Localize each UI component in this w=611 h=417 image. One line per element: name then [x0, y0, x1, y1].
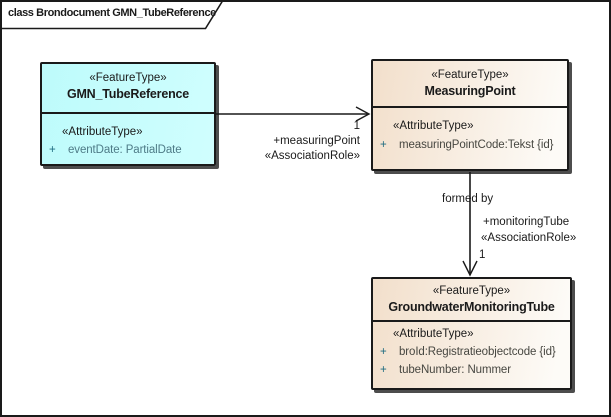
class-header: «FeatureType» GMN_TubeReference: [42, 64, 214, 112]
class-stereotype: «FeatureType»: [432, 285, 511, 297]
attribute-stereotype: «AttributeType»: [62, 126, 143, 138]
diagram-title: class Brondocument GMN_TubeReference: [8, 7, 216, 19]
attribute-stereotype: «AttributeType»: [393, 120, 474, 132]
visibility-marker: +: [380, 346, 387, 358]
attribute-row[interactable]: + measuringPointCode:Tekst {id}: [373, 137, 567, 153]
class-box-groundwatermonitoringtube[interactable]: «FeatureType» GroundwaterMonitoringTube …: [371, 277, 572, 390]
multiplicity-label: 1: [353, 120, 360, 132]
attribute-text: eventDate: PartialDate: [68, 144, 182, 156]
attribute-text: measuringPointCode:Tekst {id}: [399, 139, 554, 151]
attribute-row[interactable]: + eventDate: PartialDate: [42, 142, 214, 158]
attribute-stereotype: «AttributeType»: [393, 328, 474, 340]
class-name: GroundwaterMonitoringTube: [388, 300, 555, 314]
role-label: +measuringPoint: [273, 135, 360, 147]
class-box-measuringpoint[interactable]: «FeatureType» MeasuringPoint «AttributeT…: [371, 59, 569, 171]
visibility-marker: +: [49, 144, 56, 156]
class-name: MeasuringPoint: [424, 84, 516, 98]
association-name-label: formed by: [442, 193, 494, 205]
visibility-marker: +: [380, 364, 387, 376]
association-gmn-to-measuringpoint[interactable]: [216, 106, 371, 122]
association-measuringpoint-to-tube[interactable]: [462, 172, 478, 277]
role-label: +monitoringTube: [483, 216, 570, 228]
association-stereotype-label: «AssociationRole»: [264, 150, 360, 162]
attributes-compartment: «AttributeType» + measuringPointCode:Tek…: [373, 106, 567, 167]
class-header: «FeatureType» GroundwaterMonitoringTube: [373, 279, 570, 320]
attribute-row[interactable]: + broId:Registratieobjectcode {id}: [373, 344, 570, 360]
attributes-compartment: «AttributeType» + eventDate: PartialDate: [42, 112, 214, 162]
class-stereotype: «FeatureType»: [431, 69, 509, 81]
class-header: «FeatureType» MeasuringPoint: [373, 61, 567, 106]
association-stereotype-label: «AssociationRole»: [481, 232, 577, 244]
attribute-text: tubeNumber: Nummer: [399, 364, 511, 376]
open-arrowhead-icon: [462, 260, 478, 277]
multiplicity-label: 1: [479, 249, 486, 261]
attribute-row[interactable]: + tubeNumber: Nummer: [373, 362, 570, 378]
attributes-compartment: «AttributeType» + broId:Registratieobjec…: [373, 320, 570, 386]
class-box-gmn-tubereference[interactable]: «FeatureType» GMN_TubeReference «Attribu…: [40, 62, 216, 166]
visibility-marker: +: [380, 139, 387, 151]
attribute-text: broId:Registratieobjectcode {id}: [399, 346, 556, 358]
class-name: GMN_TubeReference: [66, 87, 190, 101]
class-stereotype: «FeatureType»: [89, 72, 167, 84]
